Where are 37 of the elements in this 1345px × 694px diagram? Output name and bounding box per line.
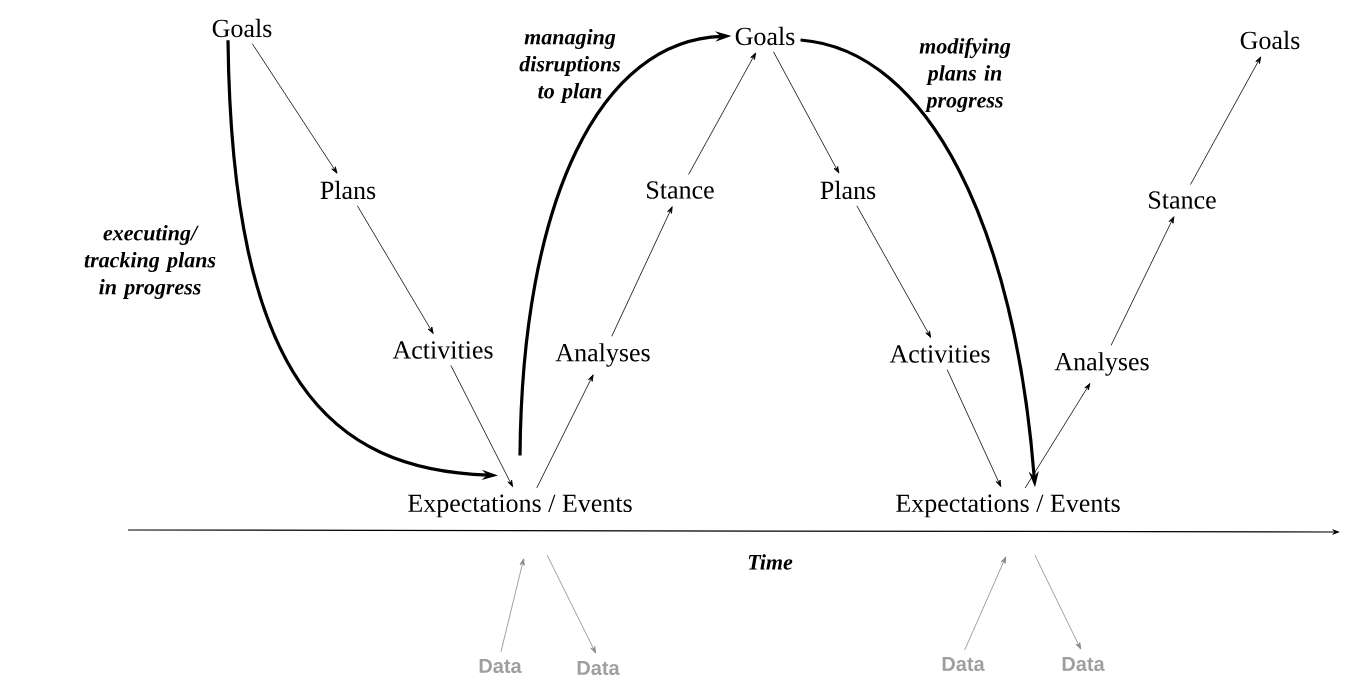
data-label: Data [577,661,620,675]
axis-label: Time [748,554,793,570]
edge-label: executing/ tracking plans in progress [84,225,216,299]
data-label: Data [1062,657,1105,671]
arrow [536,374,594,489]
stage-label: Analyses [555,343,650,367]
arrow [964,556,1007,651]
stage-label: Goals [735,26,795,46]
arrow [1024,383,1091,489]
data-label: Data [479,659,522,673]
arrow [946,369,1002,488]
arrow [1034,554,1082,650]
stage-label: Activities [889,345,990,363]
stage-label: Plans [820,180,876,200]
stage-label: Goals [1240,30,1300,50]
arrow [688,52,757,175]
arrow [611,206,673,337]
arrow [450,365,513,488]
stage-label: Goals [212,18,272,38]
arrow [1190,56,1262,185]
arrow [356,205,434,334]
arrow [773,51,840,174]
arrow [1110,216,1175,346]
data-label: Data [942,657,985,671]
stage-label: Expectations / Events [896,494,1120,518]
stage-label: Stance [647,181,714,199]
arrow [546,554,597,654]
arrow [500,558,525,653]
arrow [856,205,932,338]
stage-label: Analyses [1054,352,1149,376]
stage-label: Stance [1149,191,1216,209]
edge-label: modifying plans in progress [919,37,1011,113]
stage-label: Activities [392,341,493,359]
edge-label: managing disruptions to plan [519,29,621,103]
stage-label: Plans [320,180,376,200]
arrow [251,43,338,174]
stage-label: Expectations / Events [408,494,632,518]
